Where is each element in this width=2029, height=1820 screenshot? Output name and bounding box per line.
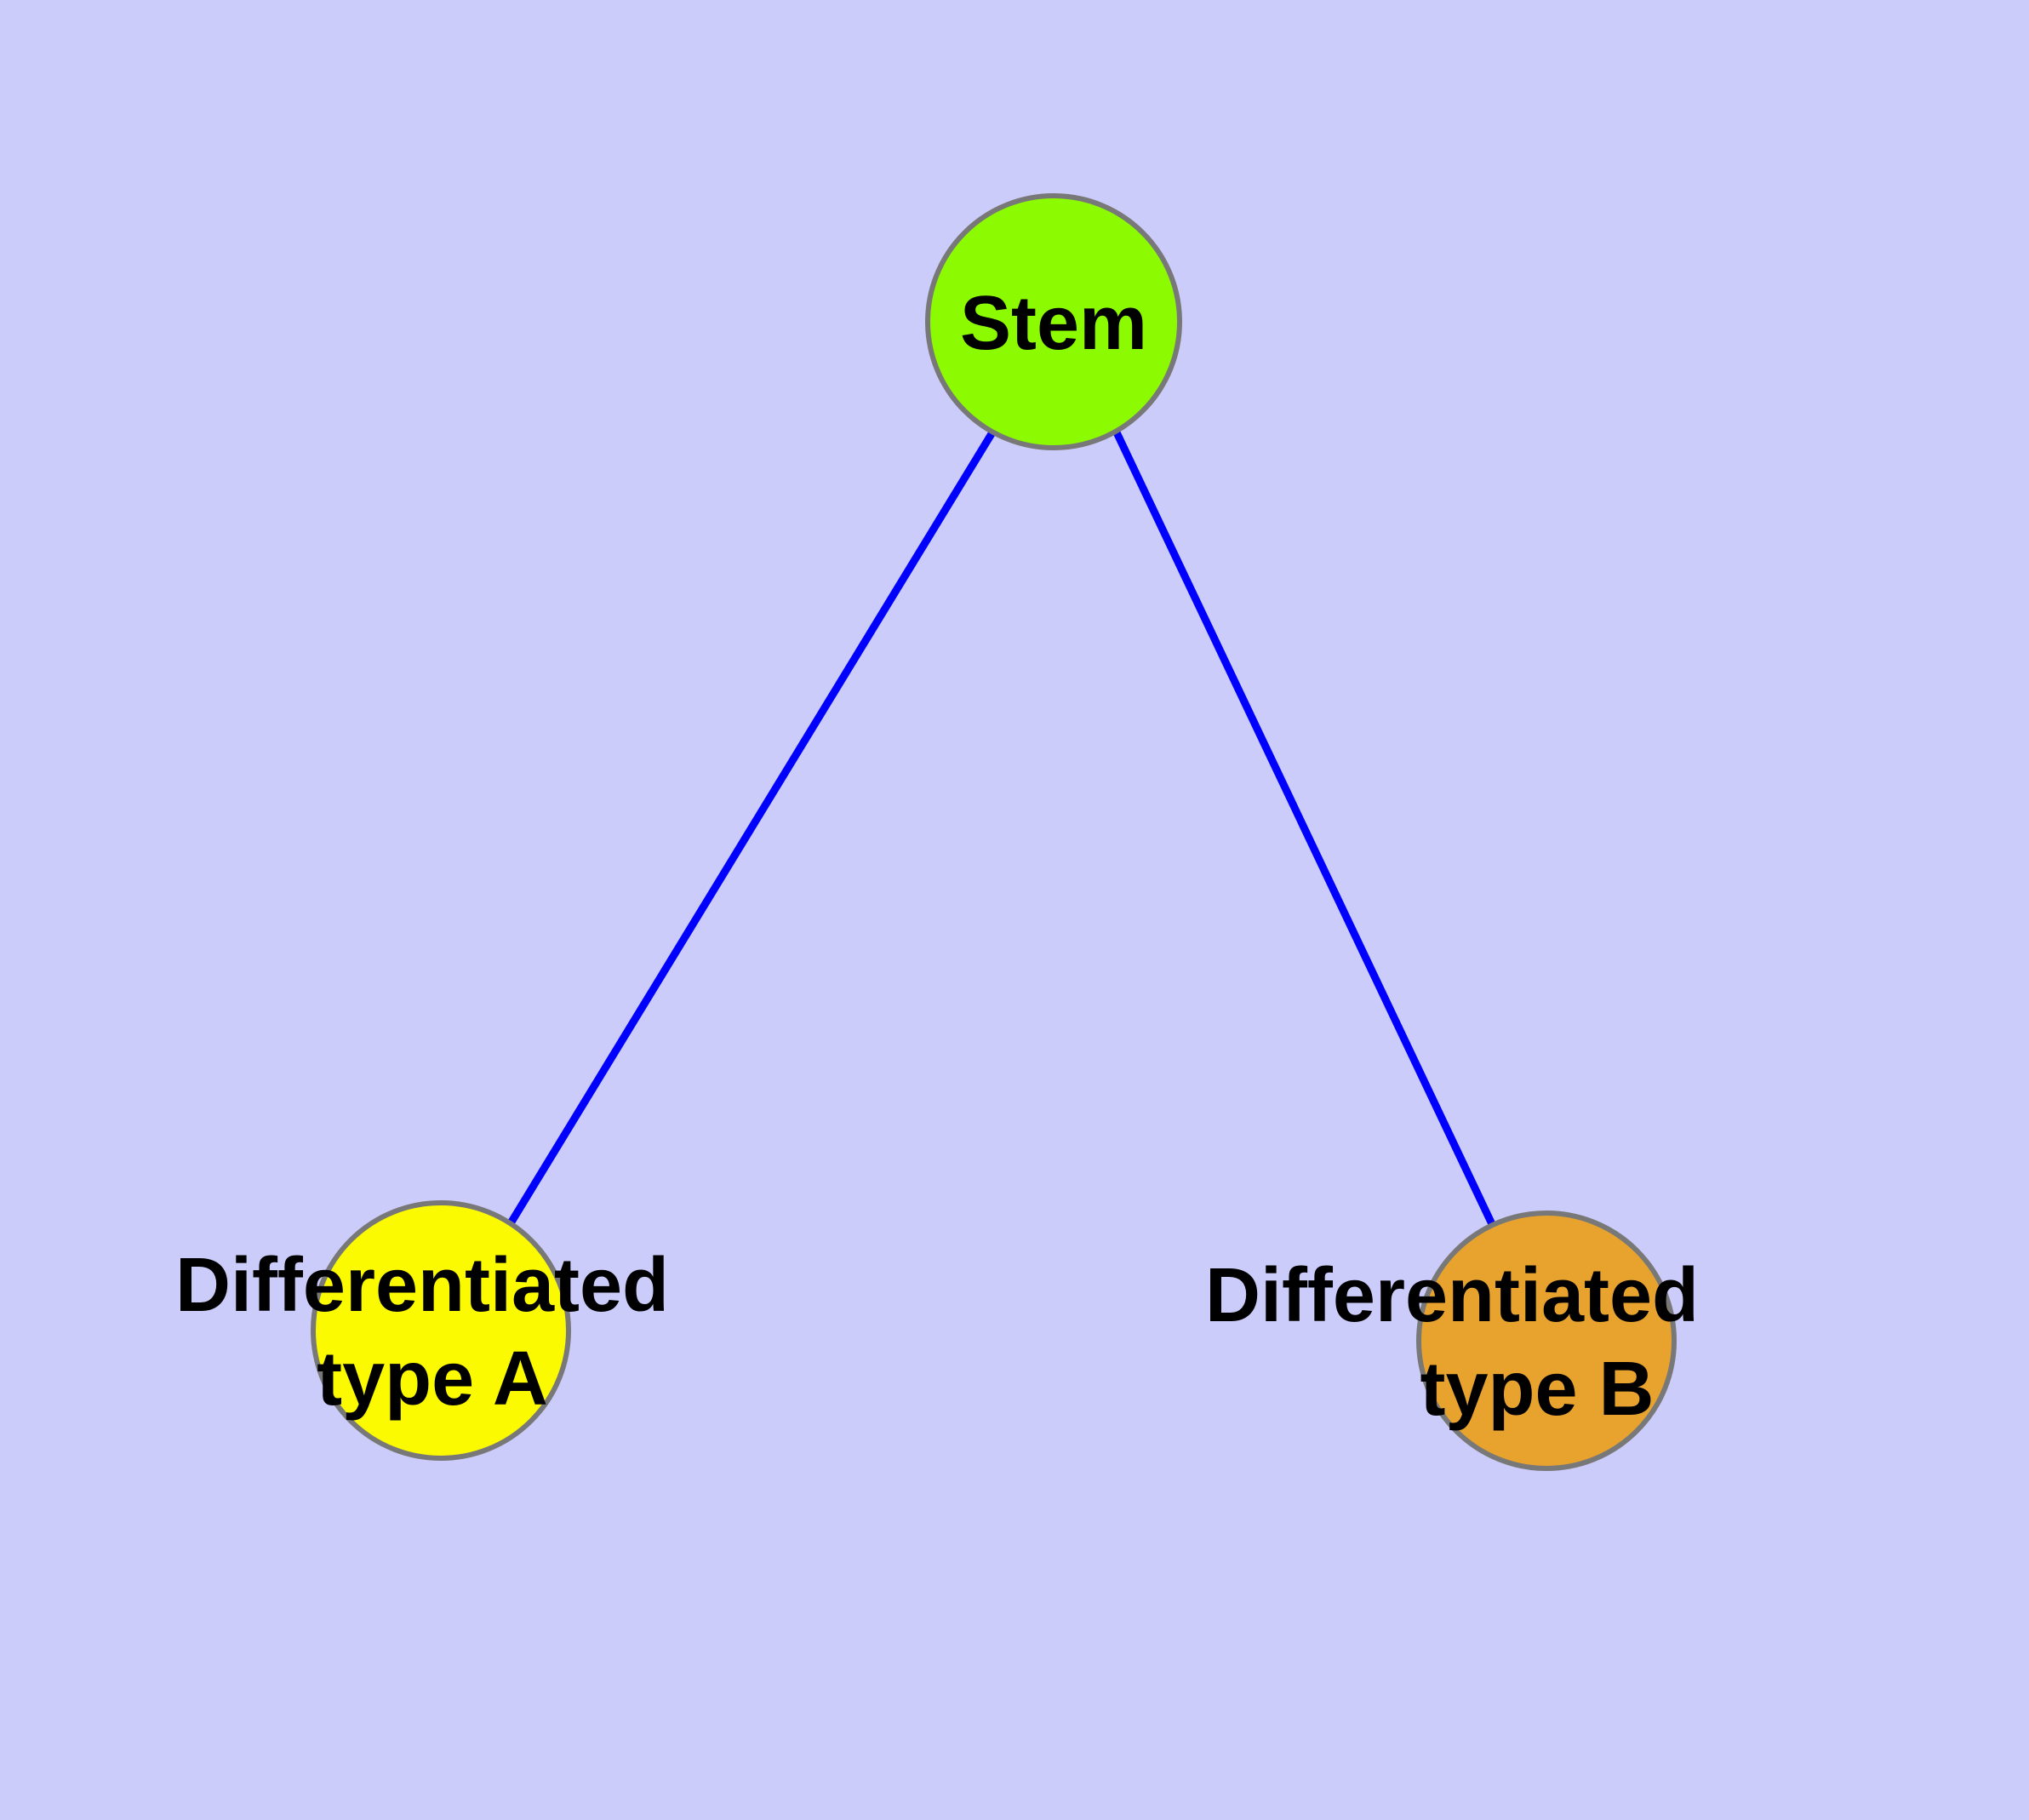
node-differentiated-type-b-label-line2: type B [1420,1347,1654,1432]
label-layer: Stem Differentiated type A Differentiate… [175,281,1699,1432]
edge-layer [507,430,1496,1226]
node-differentiated-type-a[interactable] [311,1200,571,1461]
node-stem-circle[interactable] [925,193,1182,450]
edge-stem-to-differentiated-type-b[interactable] [1112,431,1496,1226]
node-differentiated-type-b-label-line1: Differentiated [1205,1253,1699,1338]
edge-stem-to-differentiated-type-a[interactable] [507,430,996,1226]
node-differentiated-type-b[interactable] [1416,1210,1677,1471]
node-differentiated-type-b-circle[interactable] [1416,1210,1677,1471]
node-differentiated-type-a-label-line2: type A [317,1336,548,1422]
node-differentiated-type-a-circle[interactable] [311,1200,571,1461]
node-stem[interactable] [925,193,1182,450]
node-stem-label: Stem [960,281,1147,366]
node-layer [311,193,1677,1471]
node-differentiated-type-a-label-line1: Differentiated [175,1243,669,1328]
